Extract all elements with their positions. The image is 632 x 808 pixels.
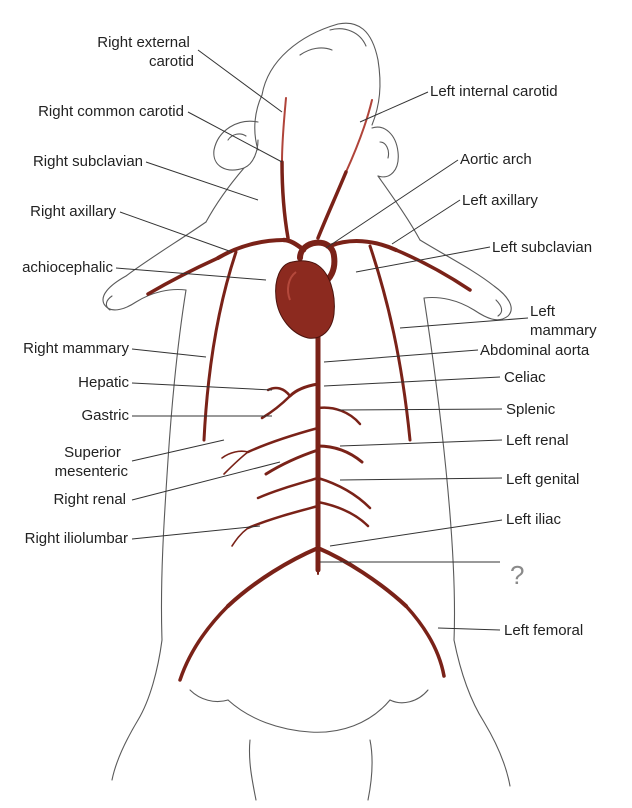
right-external-carotid-artery	[281, 97, 287, 163]
label-left-genital: Left genital	[506, 471, 579, 488]
superior-mesenteric-artery	[246, 426, 320, 454]
label-right-renal: Right renal	[53, 491, 126, 508]
right-femoral-artery	[178, 604, 230, 682]
right-axillary-artery	[146, 256, 220, 296]
left-iliac-artery	[316, 546, 408, 608]
label-superior-mesenteric: Superior mesenteric	[55, 444, 129, 480]
label-right-mammary: Right mammary	[23, 340, 129, 357]
label-left-femoral: Left femoral	[504, 622, 583, 639]
label-brachiocephalic: achiocephalic	[22, 259, 113, 276]
leader-lines	[115, 49, 529, 631]
label-gastric: Gastric	[81, 407, 129, 424]
heart	[275, 260, 335, 339]
right-mammary-artery	[202, 250, 238, 442]
label-right-common-carotid: Right common carotid	[38, 103, 184, 120]
label-splenic: Splenic	[506, 401, 556, 418]
label-unknown-question-mark: ?	[510, 560, 524, 590]
hepatic-artery	[266, 386, 292, 398]
right-common-carotid-artery	[280, 160, 290, 240]
right-iliolumbar-artery	[246, 504, 320, 530]
celiac-artery	[288, 382, 320, 398]
left-axillary-artery	[394, 248, 472, 292]
left-common-carotid-artery	[316, 170, 348, 240]
label-right-external-carotid: Right external carotid	[97, 34, 194, 70]
left-internal-carotid-artery	[345, 99, 373, 173]
right-subclavian-artery	[216, 238, 286, 260]
label-left-axillary: Left axillary	[462, 192, 538, 209]
label-right-axillary: Right axillary	[30, 203, 116, 220]
label-right-subclavian: Right subclavian	[33, 153, 143, 170]
left-femoral-artery	[404, 604, 446, 678]
left-iliolumbar-artery	[316, 500, 370, 528]
label-left-mammary: Left mammary	[530, 303, 597, 339]
label-left-subclavian: Left subclavian	[492, 239, 592, 256]
brachiocephalic-artery	[281, 237, 307, 253]
label-left-internal-carotid: Left internal carotid	[430, 83, 558, 100]
left-subclavian-artery	[328, 239, 398, 252]
right-renal-artery	[264, 448, 320, 476]
arteries	[146, 97, 472, 682]
label-celiac: Celiac	[504, 369, 546, 386]
left-mammary-artery	[368, 244, 412, 442]
label-abdominal-aorta: Abdominal aorta	[480, 342, 590, 359]
right-iliac-artery	[226, 546, 320, 608]
label-left-iliac: Left iliac	[506, 511, 562, 528]
rat-body-outline	[102, 22, 512, 801]
left-genital-artery	[316, 476, 372, 510]
label-hepatic: Hepatic	[78, 374, 129, 391]
left-renal-artery	[316, 444, 364, 464]
label-left-renal: Left renal	[506, 432, 569, 449]
gastric-artery	[260, 394, 292, 420]
splenic-artery	[316, 406, 362, 426]
label-aortic-arch: Aortic arch	[460, 151, 532, 168]
label-right-iliolumbar: Right iliolumbar	[25, 530, 128, 547]
right-genital-artery	[256, 476, 320, 500]
